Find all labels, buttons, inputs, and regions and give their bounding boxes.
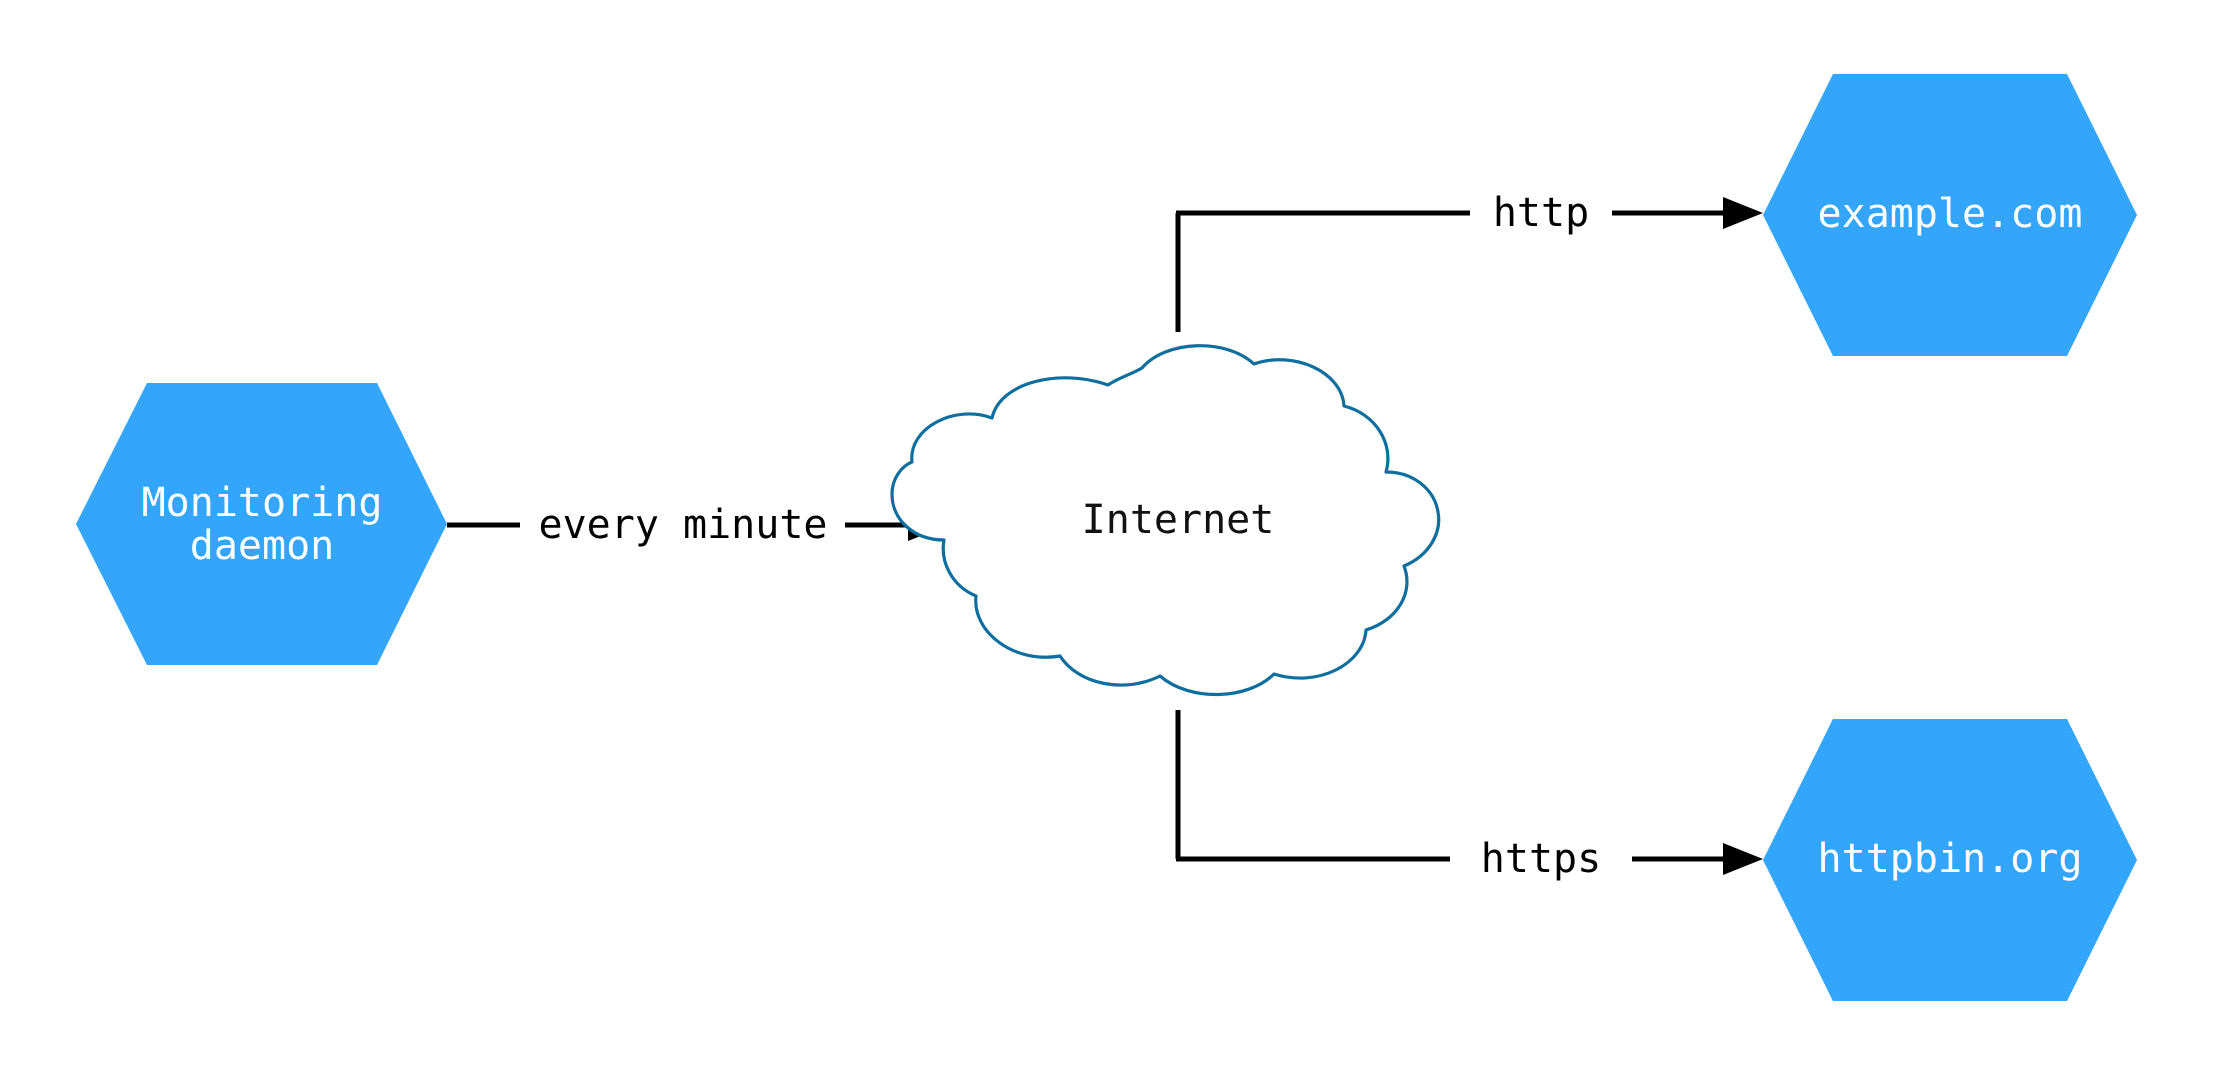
hexagon-shape-monitoring-daemon: [76, 383, 447, 665]
arrow-head-into-example: [1723, 197, 1763, 229]
node-label-monitoring-daemon-line2: daemon: [190, 523, 335, 569]
node-label-httpbin-org: httpbin.org: [1818, 836, 2083, 882]
edge-label-https: https: [1481, 836, 1601, 882]
edge-internet-to-httpbin[interactable]: https: [1175, 710, 1763, 882]
node-label-internet: Internet: [1082, 497, 1275, 543]
node-internet[interactable]: Internet: [890, 344, 1441, 697]
node-monitoring-daemon[interactable]: Monitoring daemon: [76, 383, 447, 665]
cloud-shape-internet: [890, 344, 1441, 697]
node-httpbin-org[interactable]: httpbin.org: [1763, 719, 2137, 1001]
node-label-example-com: example.com: [1818, 191, 2083, 237]
edge-internet-to-example[interactable]: http: [1175, 190, 1763, 332]
edge-daemon-to-internet[interactable]: every minute: [447, 502, 948, 548]
edge-label-every-minute: every minute: [539, 502, 828, 548]
node-label-monitoring-daemon-line1: Monitoring: [142, 480, 383, 526]
hexagon-shape-example-com: [1763, 74, 2137, 356]
arrow-head-into-httpbin: [1723, 843, 1763, 875]
edge-label-http: http: [1493, 190, 1589, 236]
hexagon-shape-httpbin-org: [1763, 719, 2137, 1001]
node-example-com[interactable]: example.com: [1763, 74, 2137, 356]
